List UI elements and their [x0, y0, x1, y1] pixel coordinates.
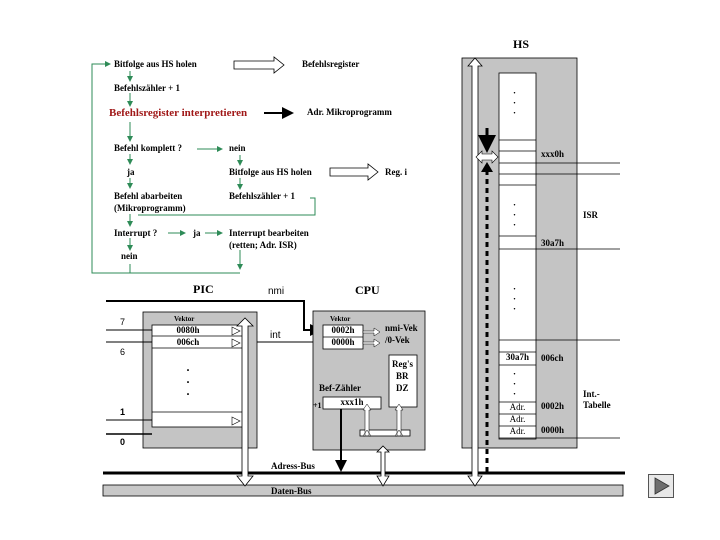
hs-ellipsis-top: · · · — [513, 88, 517, 118]
cpu-title: CPU — [355, 283, 380, 297]
hs-address-30a7h: 30a7h — [541, 238, 565, 248]
flow-question-complete: Befehl komplett ? — [114, 143, 182, 153]
hs-ellipsis-middle: · · · — [513, 200, 517, 230]
play-icon — [654, 477, 670, 495]
cpu-pc-label: Bef-Zähler — [319, 383, 361, 393]
pic-input-6: 6 — [120, 347, 126, 357]
flow-target-reg-i: Reg. i — [385, 167, 407, 177]
flow-step-execute: Befehl abarbeiten — [114, 191, 183, 201]
play-button[interactable] — [648, 474, 674, 498]
hs-address-0002h: 0002h — [541, 401, 565, 411]
hs-cell-adr-2: Adr. — [509, 414, 526, 424]
cpu-nmi-vector: nmi-Vek — [385, 323, 418, 333]
flow-step-fetch-again: Bitfolge aus HS holen — [229, 167, 312, 177]
flow-step-fetch: Bitfolge aus HS holen — [114, 59, 197, 69]
pic-vector-006ch: 006ch — [176, 337, 200, 347]
hs-cell-adr-3: Adr. — [509, 426, 526, 436]
flow-label-yes: ja — [127, 167, 135, 177]
signal-nmi: nmi — [268, 286, 285, 297]
hs-address-xxx0h: xxx0h — [541, 149, 565, 159]
pic-title: PIC — [193, 282, 214, 296]
flow-target-microprogram: Adr. Mikroprogramm — [307, 107, 392, 117]
pic-vector-label: Vektor — [174, 315, 195, 323]
hs-cell-30a7h: 30a7h — [505, 352, 529, 362]
hs-isr-label: ISR — [583, 210, 599, 220]
address-bus-label: Adress-Bus — [271, 461, 315, 471]
flow-label-no: nein — [229, 143, 246, 153]
data-bus-bar — [102, 484, 624, 497]
pic-ellipsis: · · · — [186, 363, 191, 401]
flow-step-interrupt-note: (retten; Adr. ISR) — [229, 240, 297, 250]
flow-question-interrupt: Interrupt ? — [114, 228, 158, 238]
cpu-vector-0000h: 0000h — [331, 337, 355, 347]
cpu-pc-plus-one: +1 — [313, 401, 322, 410]
hs-ellipsis-lower: · · · — [513, 284, 517, 314]
flow-step-increment: Befehlszähler + 1 — [114, 83, 180, 93]
cpu-vector-0002h: 0002h — [331, 325, 355, 335]
hs-ellipsis-table: · · · — [513, 369, 517, 399]
hs-int-table-label: Int.- Tabelle — [583, 389, 611, 410]
flow-step-increment-again: Befehlszähler + 1 — [229, 191, 295, 201]
hs-cell-adr-1: Adr. — [509, 402, 526, 412]
cpu-register-regs: Reg's — [392, 359, 413, 369]
flow-label-yes-interrupt: ja — [193, 228, 201, 238]
hs-address-006ch: 006ch — [541, 353, 564, 363]
outline-arrow-befehlsregister — [233, 56, 285, 74]
pic-input-0: 0 — [120, 437, 126, 447]
flow-target-befehlsregister: Befehlsregister — [302, 59, 360, 69]
cpu-register-br: BR — [396, 371, 409, 381]
flow-label-no-interrupt: nein — [121, 251, 138, 261]
flow-step-interpret: Befehlsregister interpretieren — [109, 107, 248, 119]
cpu-pc-value: xxx1h — [340, 397, 364, 407]
data-bus-label: Daten-Bus — [271, 486, 312, 496]
cpu-vector-label: Vektor — [330, 315, 351, 323]
outline-arrow-reg-i — [329, 163, 379, 181]
flow-step-interrupt: Interrupt bearbeiten — [229, 228, 309, 238]
hs-title: HS — [513, 37, 530, 51]
pic-input-7: 7 — [120, 317, 126, 327]
cpu-zero-vector: /0-Vek — [385, 335, 410, 345]
signal-int: int — [270, 330, 281, 341]
pic-vector-0080h: 0080h — [176, 325, 200, 335]
cpu-register-dz: DZ — [396, 383, 409, 393]
pic-input-1: 1 — [120, 407, 126, 417]
flowchart-connectors — [91, 61, 316, 274]
flow-step-execute-note: (Mikroprogramm) — [114, 203, 186, 213]
hs-address-0000h: 0000h — [541, 425, 565, 435]
